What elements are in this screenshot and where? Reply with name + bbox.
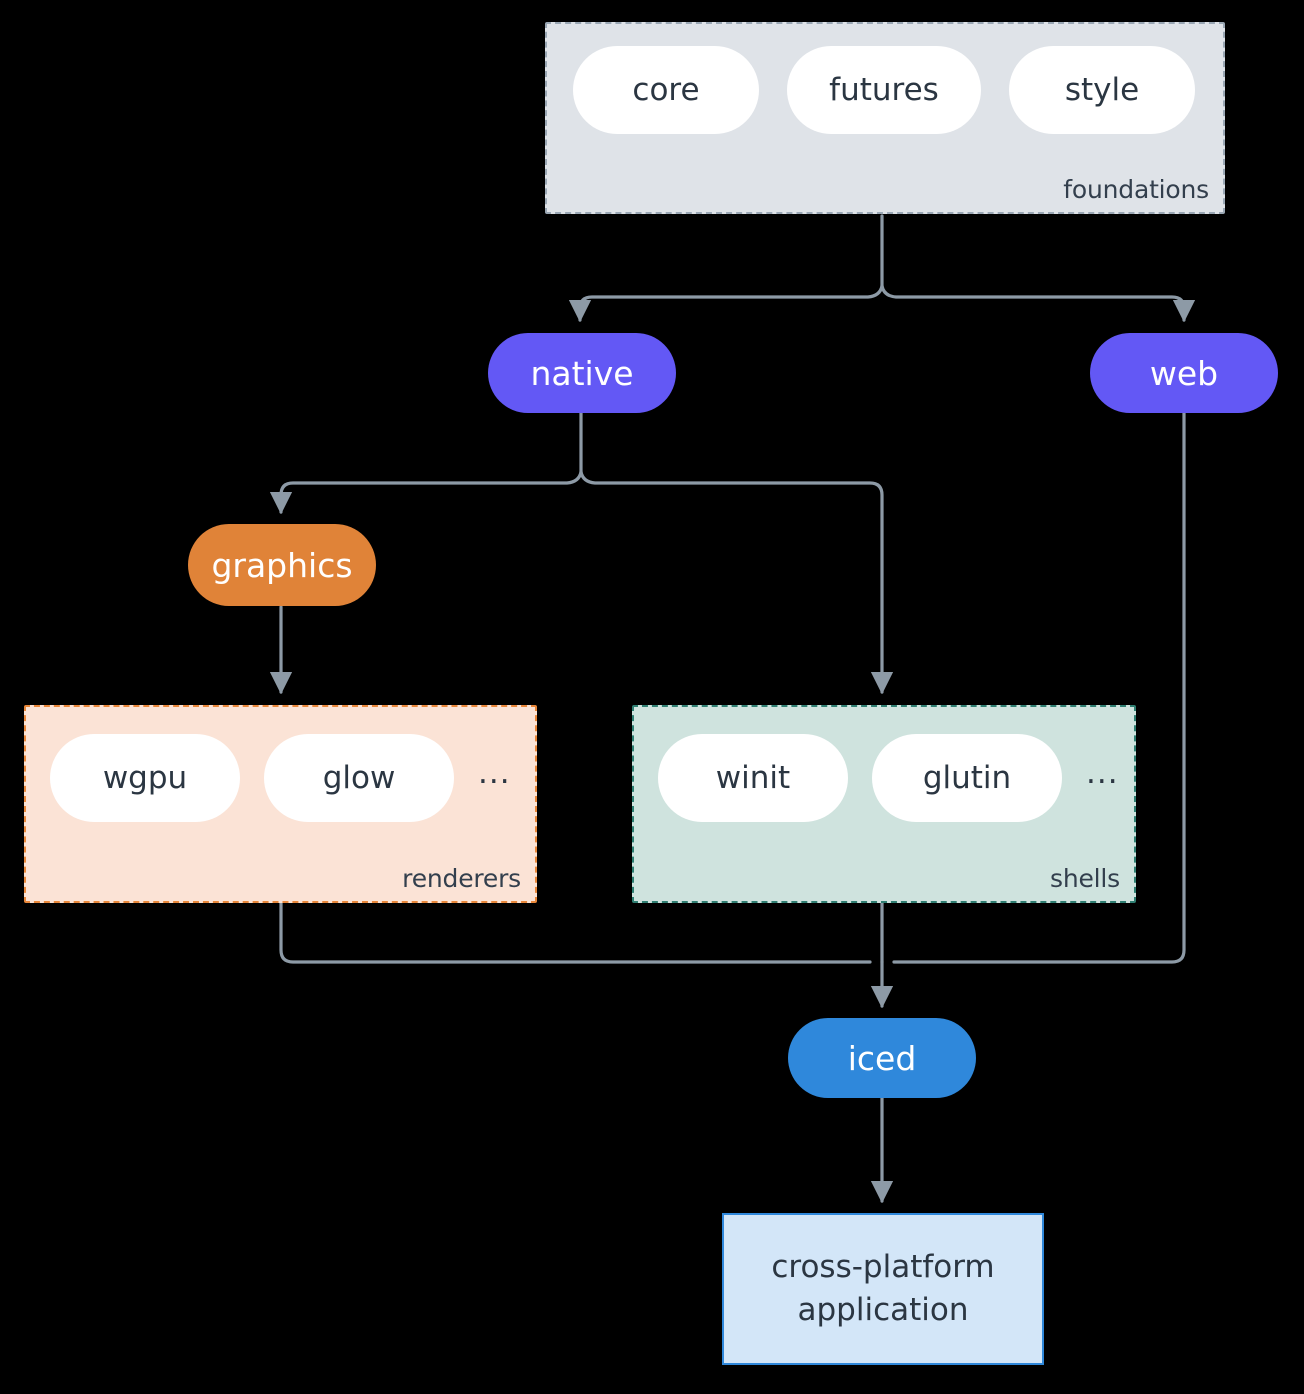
cluster-shells-label: shells: [1050, 864, 1120, 893]
cluster-foundations: core futures style foundations: [545, 22, 1225, 214]
node-iced-label: iced: [847, 1038, 917, 1078]
node-cross-platform-application[interactable]: cross-platform application: [722, 1213, 1044, 1365]
node-glow[interactable]: glow: [264, 734, 454, 822]
node-core[interactable]: core: [573, 46, 759, 134]
renderers-ellipsis: ...: [478, 754, 511, 791]
cluster-renderers: wgpu glow ... renderers: [24, 705, 537, 903]
node-native-label: native: [530, 353, 634, 393]
node-futures-label: futures: [829, 72, 939, 108]
node-wgpu-label: wgpu: [102, 760, 188, 796]
node-futures[interactable]: futures: [787, 46, 981, 134]
edge-renderers-to-iced: [279, 901, 872, 964]
edge-foundations-to-native: [568, 284, 884, 323]
cluster-foundations-label: foundations: [1063, 175, 1209, 204]
application-line-2: application: [797, 1292, 969, 1328]
node-glow-label: glow: [322, 760, 396, 796]
node-glutin[interactable]: glutin: [872, 734, 1062, 822]
node-style-label: style: [1064, 72, 1140, 108]
cluster-renderers-label: renderers: [402, 864, 521, 893]
cluster-shells: winit glutin ... shells: [632, 705, 1136, 903]
node-iced[interactable]: iced: [788, 1018, 976, 1098]
cluster-shells-items: winit glutin ...: [658, 734, 1119, 822]
edge-native-to-graphics: [269, 470, 583, 515]
cluster-renderers-items: wgpu glow ...: [50, 734, 511, 822]
application-line-1: cross-platform: [771, 1248, 995, 1285]
node-web[interactable]: web: [1090, 333, 1278, 413]
edge-foundations-to-web: [880, 284, 1196, 323]
node-wgpu[interactable]: wgpu: [50, 734, 240, 822]
node-core-label: core: [632, 72, 700, 108]
node-winit-label: winit: [715, 760, 791, 796]
node-native[interactable]: native: [488, 333, 676, 413]
node-web-label: web: [1149, 353, 1219, 393]
node-graphics-label: graphics: [211, 545, 353, 585]
node-style[interactable]: style: [1009, 46, 1195, 134]
cluster-foundations-items: core futures style: [573, 46, 1195, 134]
shells-ellipsis: ...: [1086, 754, 1119, 791]
node-winit[interactable]: winit: [658, 734, 848, 822]
node-graphics[interactable]: graphics: [188, 524, 376, 606]
node-glutin-label: glutin: [922, 760, 1012, 796]
edge-native-to-shells: [579, 470, 894, 695]
